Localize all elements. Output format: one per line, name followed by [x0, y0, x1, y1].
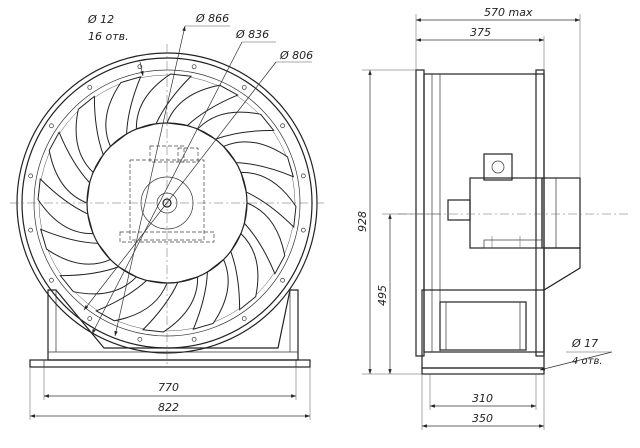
width-822-label: 822	[158, 401, 179, 414]
front-width-dimensions	[29, 367, 311, 420]
base-hole-leader	[539, 351, 613, 371]
flange-bolt-hole	[300, 173, 306, 179]
side-height-dimensions	[362, 69, 440, 375]
side-base-dimensions	[421, 374, 545, 430]
flange-bolt-holes	[28, 64, 306, 342]
length-375-label: 375	[470, 26, 491, 39]
flange-bolt-hole	[280, 123, 285, 129]
flange-bolt-hole	[49, 123, 54, 129]
flange-bolt-hole	[87, 85, 93, 90]
impeller-blade	[192, 258, 229, 331]
side-casing	[415, 69, 545, 357]
diameter-836-label: Ø 836	[235, 28, 269, 41]
impeller-blade	[39, 228, 112, 265]
side-base-frame	[421, 289, 545, 375]
flange-bolt-hole	[241, 85, 247, 90]
flange-bolt-hole	[280, 277, 285, 283]
front-view: Ø 12 16 отв. Ø 866 Ø 836 Ø 806 770 822	[10, 12, 324, 420]
bolt-hole-count-label: 16 отв.	[88, 30, 129, 43]
impeller-blade	[75, 95, 104, 174]
flange-bolt-hole	[28, 227, 34, 233]
impeller-blade	[240, 171, 297, 229]
impeller-blade	[196, 111, 275, 140]
impeller-blade	[243, 202, 286, 275]
front-support-stand	[29, 289, 311, 368]
impeller-blade	[37, 177, 94, 235]
bolt-hole-diameter-label: Ø 12	[87, 13, 114, 26]
diameter-866-label: Ø 866	[195, 12, 229, 25]
base-hole-diameter-label: Ø 17	[571, 337, 598, 350]
flange-bolt-hole	[300, 227, 306, 233]
base-350-label: 350	[472, 412, 493, 425]
diameter-806-label: Ø 806	[279, 49, 313, 62]
width-770-label: 770	[158, 381, 179, 394]
impeller-blade	[222, 141, 295, 178]
side-view: 570 max 375 928 495 Ø 17 4 отв. 310 350	[356, 6, 630, 430]
front-diameter-leaders	[83, 25, 312, 337]
height-495-label: 495	[376, 285, 389, 306]
flange-bolt-hole	[87, 316, 93, 321]
side-length-dimensions	[415, 14, 581, 178]
base-hole-count-label: 4 отв.	[572, 356, 603, 367]
flange-bolt-hole	[49, 277, 54, 283]
flange-bolt-hole	[28, 173, 34, 179]
length-570-label: 570 max	[484, 6, 533, 19]
side-motor	[447, 153, 581, 292]
impeller-blade	[48, 131, 91, 204]
flange-bolt-hole	[191, 336, 197, 342]
flange-bolt-hole	[137, 336, 143, 342]
base-310-label: 310	[472, 392, 493, 405]
flange-bolt-hole	[191, 64, 197, 70]
impeller-blade	[230, 232, 259, 311]
flange-bolt-hole	[241, 316, 247, 321]
height-928-label: 928	[356, 211, 369, 232]
